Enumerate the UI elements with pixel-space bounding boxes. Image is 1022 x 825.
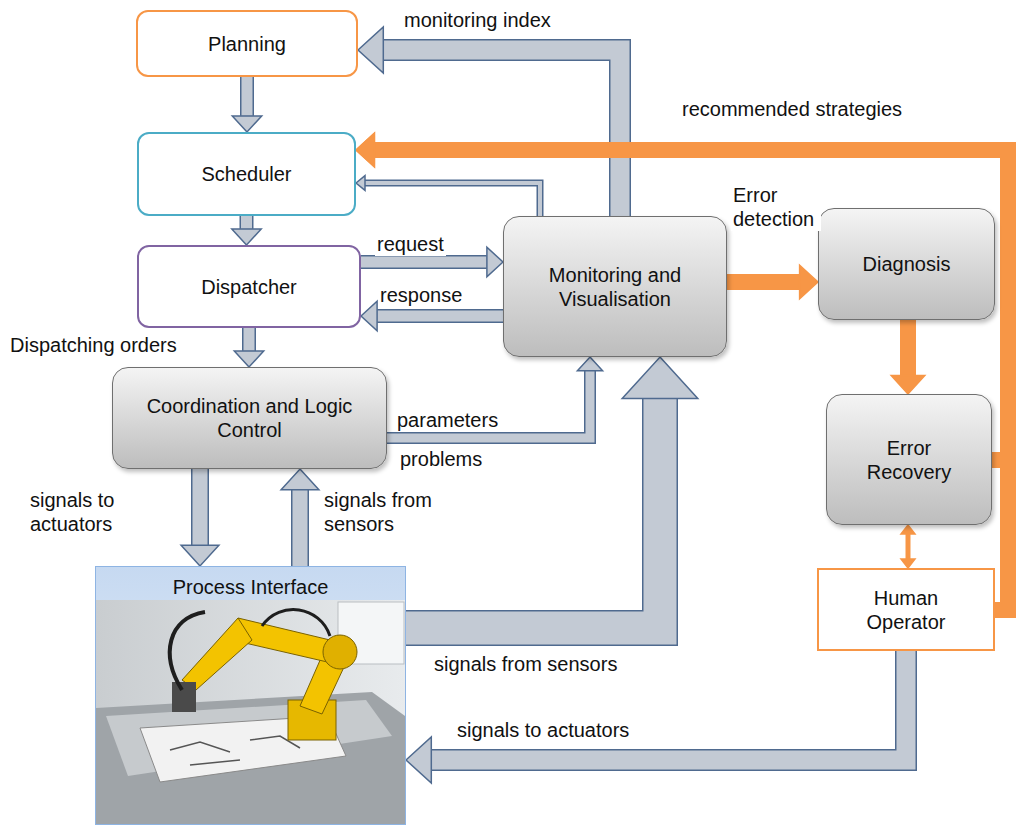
connector-arrow <box>232 77 261 132</box>
robot-wrist <box>182 618 252 690</box>
arrow-head <box>181 545 219 566</box>
arrow-shaft-fill <box>377 311 503 322</box>
connector-arrow <box>181 469 219 566</box>
panel-ground <box>95 566 406 825</box>
node-text: Coordination and Logic Control <box>145 394 355 442</box>
edge-label: problems <box>398 447 484 471</box>
arrow-shaft-fill <box>365 183 540 216</box>
arrow-shaft <box>361 255 487 269</box>
edge-label: signals to actuators <box>28 488 144 536</box>
arrow-head <box>891 376 925 394</box>
connector-arrow <box>387 357 603 438</box>
interface-panel: Process Interface <box>95 566 406 825</box>
arrow-head <box>361 301 377 330</box>
node-text: Planning <box>208 32 286 56</box>
edge-label: signals from sensors <box>322 488 456 536</box>
arrow-shaft <box>242 328 256 351</box>
node-text: Scheduler <box>201 162 291 186</box>
connector-arrow <box>232 216 261 245</box>
arrow-shaft <box>374 150 1008 610</box>
process-box: Error Recovery <box>826 394 992 525</box>
connector-arrow <box>234 328 263 367</box>
arrow-shaft-fill <box>727 276 800 289</box>
arrow-shaft-fill <box>293 490 308 566</box>
node-text: Human Operator <box>851 586 961 634</box>
planning-box: Planning <box>136 10 358 77</box>
edge-label: recommended strategies <box>680 97 904 121</box>
connector-arrow <box>358 27 620 216</box>
connector-arrow <box>281 469 319 566</box>
arrow-shaft <box>240 216 254 229</box>
arrow-shaft <box>383 50 620 216</box>
scheduler-box: Scheduler <box>137 132 356 216</box>
node-text: Process Interface <box>173 575 329 599</box>
node-text: Monitoring and Visualisation <box>520 263 710 311</box>
arrow-head <box>232 116 261 132</box>
arrow-shaft <box>431 651 906 760</box>
edge-label: signals from sensors <box>432 652 619 676</box>
arrow-shaft-fill <box>193 469 208 545</box>
connector-arrow <box>891 320 925 394</box>
arrow-head <box>577 357 602 371</box>
arrow-head <box>356 176 365 191</box>
arrow-head <box>356 133 374 167</box>
node-text: Dispatcher <box>201 275 297 299</box>
photo-drawing <box>170 736 300 765</box>
photo-wall <box>96 600 405 825</box>
robot-cable <box>170 612 205 690</box>
edge-label: monitoring index <box>402 8 553 32</box>
connector-arrow <box>356 176 540 216</box>
arrow-head <box>232 229 261 245</box>
connector-arrow <box>727 265 818 299</box>
connector-arrow <box>901 525 915 568</box>
arrow-shaft <box>900 320 916 376</box>
dispatcher-box: Dispatcher <box>137 245 361 328</box>
arrow-shaft-fill <box>374 150 1008 610</box>
arrow-shaft-fill <box>241 216 252 229</box>
arrow-shaft <box>365 183 540 216</box>
arrow-head <box>487 247 503 276</box>
arrow-shaft-fill <box>902 320 915 376</box>
arrow-head <box>234 351 263 367</box>
arrow-shaft <box>377 309 503 323</box>
arrow-shaft-fill <box>431 651 906 760</box>
arrow-head <box>901 559 915 568</box>
arrow-head <box>356 133 374 167</box>
arrow-head <box>358 27 383 73</box>
arrow-head <box>622 357 698 398</box>
edge-label: parameters <box>395 408 500 432</box>
arrow-shaft-fill <box>242 77 253 116</box>
photo-table <box>96 692 405 825</box>
arrow-head <box>406 737 431 783</box>
arrow-shaft <box>727 274 800 290</box>
arrow-shaft-fill <box>361 257 487 268</box>
arrow-head <box>281 469 319 490</box>
arrow-shaft <box>906 534 911 559</box>
node-text: Diagnosis <box>863 252 951 276</box>
operator-box: Human Operator <box>817 568 995 651</box>
edge-label: response <box>378 283 464 307</box>
edge-label: Dispatching orders <box>8 333 179 357</box>
edge-label: signals to actuators <box>455 718 631 742</box>
node-text: Error Recovery <box>854 436 964 484</box>
arrow-shaft-fill <box>387 371 590 438</box>
process-box: Monitoring and Visualisation <box>503 216 727 357</box>
arrow-shaft <box>291 490 309 566</box>
robot-cable <box>262 610 330 636</box>
arrow-shaft-fill <box>244 328 255 351</box>
edge-label: request <box>375 232 446 256</box>
arrow-shaft <box>240 77 254 116</box>
process-box: Coordination and Logic Control <box>112 367 387 469</box>
arrow-head <box>901 525 915 534</box>
connector-arrow <box>406 651 906 783</box>
arrow-shaft <box>387 371 590 438</box>
edge-label: Error detection <box>731 183 821 231</box>
robot-motor <box>323 635 357 669</box>
process-box: Diagnosis <box>818 208 995 320</box>
connector-arrow <box>356 133 1008 610</box>
arrow-shaft <box>191 469 209 545</box>
arrow-shaft-fill <box>383 50 620 216</box>
robot-tool <box>172 682 196 712</box>
arrow-head <box>800 265 818 299</box>
